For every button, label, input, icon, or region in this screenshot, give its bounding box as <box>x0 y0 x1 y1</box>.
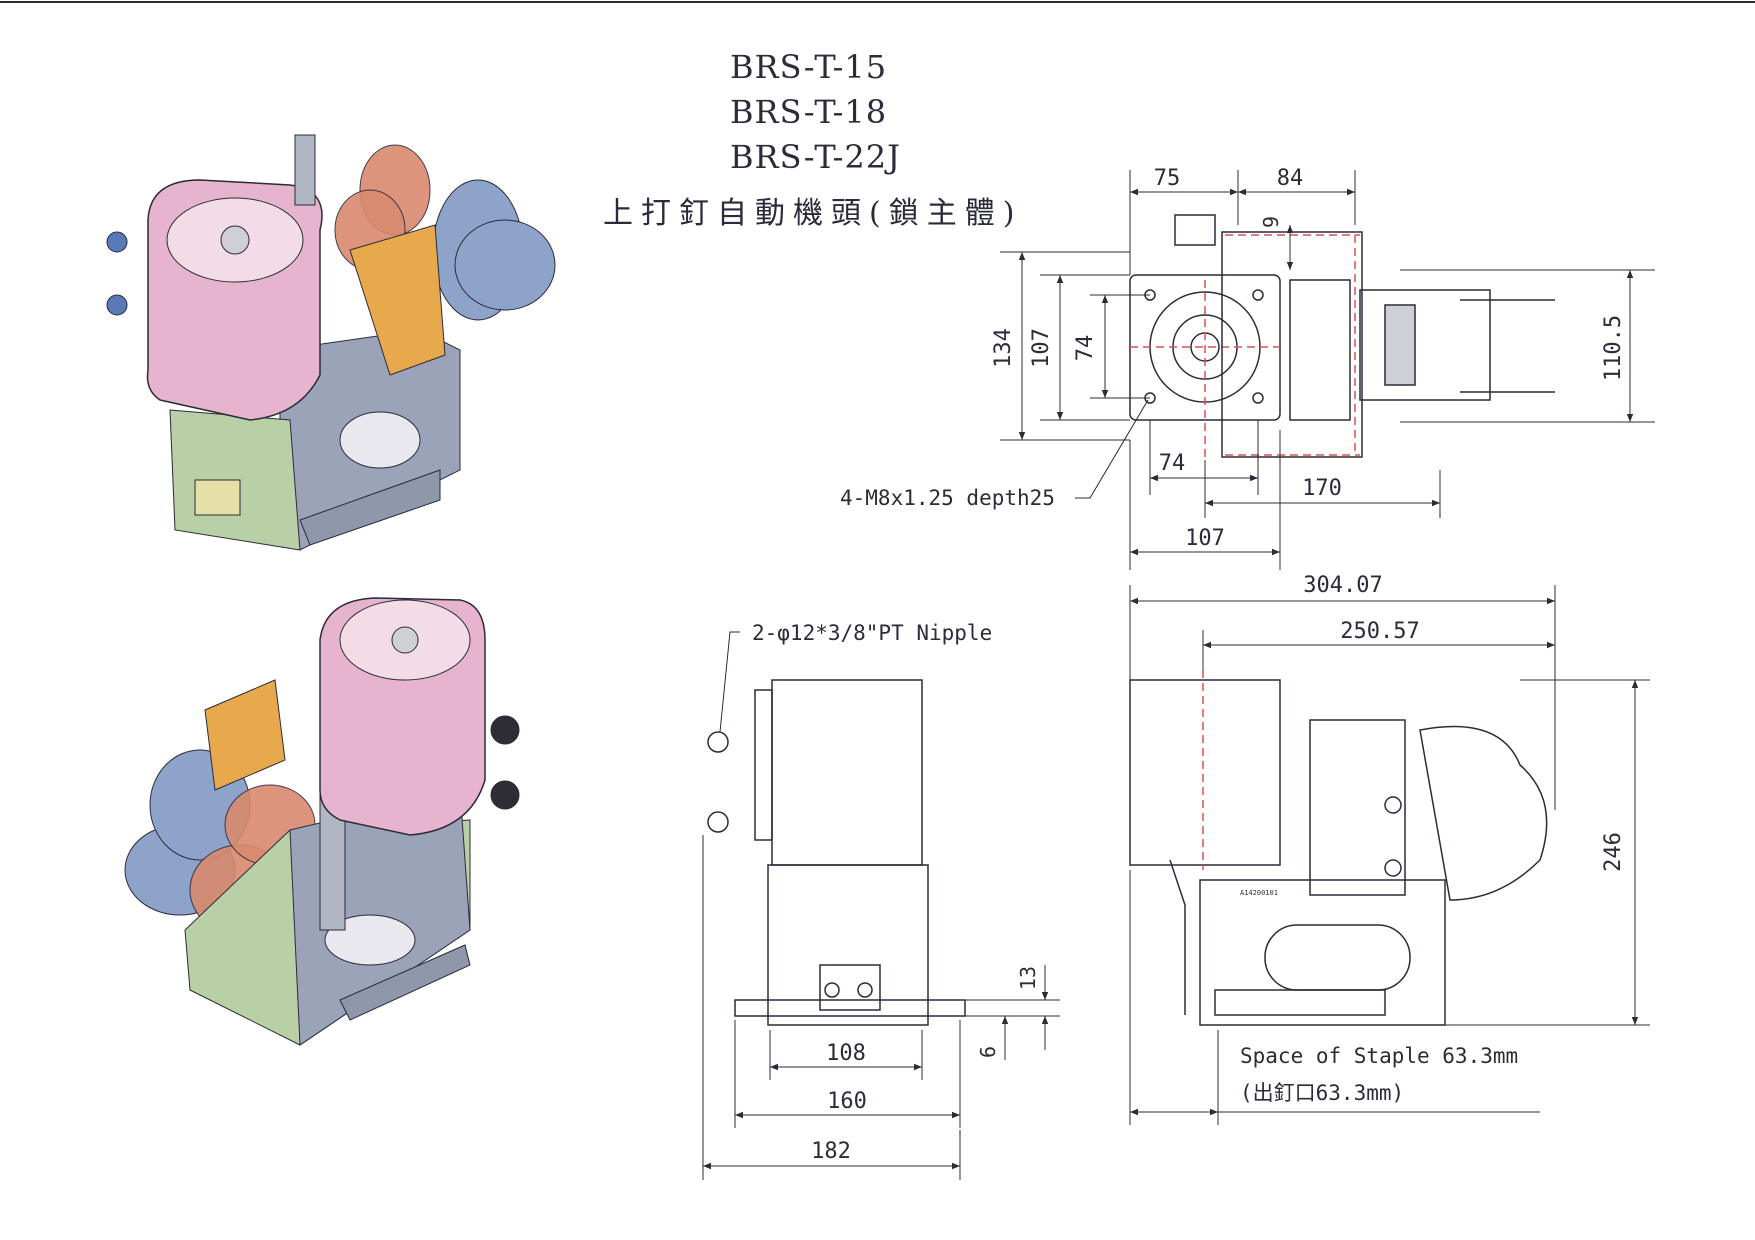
dim-107-horizontal: 107 <box>1185 526 1225 551</box>
orange-bracket-2 <box>204 679 286 791</box>
dim-107-vertical: 107 <box>1029 328 1054 368</box>
dim-9: 9 <box>1259 216 1283 228</box>
cylinder-nut-2 <box>391 626 419 654</box>
top-view <box>1000 170 1655 570</box>
staple-space-note-cn: (出釘口63.3mm) <box>1240 1081 1404 1105</box>
side-bolt-2 <box>1384 859 1402 877</box>
driver-assembly <box>1359 289 1491 401</box>
side-disc <box>1419 725 1548 901</box>
slider-block <box>1289 279 1351 421</box>
nipple-1 <box>707 731 729 753</box>
front-base-flange <box>734 999 966 1017</box>
mount-hole-2 <box>1252 289 1264 301</box>
front-bolt-2 <box>857 982 873 998</box>
cylinder-nut <box>220 225 250 255</box>
elbow-fitting-top <box>1174 214 1216 246</box>
front-bolt-1 <box>824 982 840 998</box>
base-plate <box>194 479 241 516</box>
dim-250-57: 250.57 <box>1340 619 1419 644</box>
model-title-1: BRS-T-15 <box>730 48 888 86</box>
top-dim-lines <box>1000 170 1655 570</box>
front-plate <box>819 964 881 1011</box>
dim-246: 246 <box>1601 832 1626 872</box>
mount-hole-4 <box>1252 392 1264 404</box>
isometric-view-bottom <box>124 597 520 1046</box>
side-dim-texts: 304.07 250.57 246 A14200101 Space of Sta… <box>1240 573 1626 1105</box>
guide-post <box>294 134 316 206</box>
dim-6: 6 <box>976 1046 1000 1058</box>
hidden-lines-top <box>1130 234 1360 460</box>
side-base-rail <box>1214 989 1386 1016</box>
front-cylinder <box>771 679 923 866</box>
dim-84: 84 <box>1277 166 1304 191</box>
side-dim-lines <box>1129 585 1650 1125</box>
staple-space-note: Space of Staple 63.3mm <box>1240 1044 1518 1068</box>
model-title-3: BRS-T-22J <box>730 138 901 176</box>
base-rail <box>299 469 441 546</box>
frame-slot <box>339 411 421 469</box>
front-fitting-plate <box>754 689 773 841</box>
side-view <box>1129 585 1650 1125</box>
dim-74-vertical: 74 <box>1073 335 1098 362</box>
side-bolt-1 <box>1384 796 1402 814</box>
dim-170: 170 <box>1302 476 1342 501</box>
dim-74-horizontal: 74 <box>1159 451 1186 476</box>
side-cylinder <box>1129 679 1281 866</box>
dim-304-07: 304.07 <box>1303 573 1382 598</box>
side-plate-label: A14200101 <box>1240 889 1278 897</box>
side-bracket-edge <box>1169 859 1186 1015</box>
body-outline <box>1221 231 1363 458</box>
elbow-fitting-2 <box>490 780 520 810</box>
air-fitting-1 <box>106 231 128 253</box>
front-view <box>702 631 1060 1180</box>
nipple-callout: 2-φ12*3/8"PT Nipple <box>752 621 992 645</box>
air-fitting-2 <box>106 294 128 316</box>
dim-13: 13 <box>1016 966 1040 990</box>
dim-134: 134 <box>991 328 1016 368</box>
spring-pack <box>1384 304 1416 386</box>
frame-slot-2 <box>324 914 416 966</box>
top-dim-texts: 75 84 9 134 107 74 110.5 74 170 107 4-M8… <box>840 166 1626 551</box>
dim-160: 160 <box>827 1089 867 1114</box>
base-rail-2 <box>339 944 471 1021</box>
nipple-2 <box>707 811 729 833</box>
dim-110-5: 110.5 <box>1601 315 1626 381</box>
dim-108: 108 <box>826 1041 866 1066</box>
model-title-2: BRS-T-18 <box>730 93 888 131</box>
thread-callout: 4-M8x1.25 depth25 <box>840 486 1055 510</box>
front-dim-texts: 2-φ12*3/8"PT Nipple 108 160 182 13 6 <box>752 621 1040 1164</box>
isometric-view-top <box>106 134 556 551</box>
drawing-subtitle: 上打釘自動機頭(鎖主體) <box>603 196 1023 231</box>
side-bracket <box>1309 719 1406 896</box>
front-dim-lines <box>702 631 1060 1180</box>
front-body <box>767 864 929 1026</box>
side-slot <box>1264 924 1411 991</box>
dim-75: 75 <box>1154 166 1181 191</box>
dim-182: 182 <box>811 1139 851 1164</box>
rear-disc-2 <box>454 219 556 311</box>
side-body <box>1199 879 1446 1026</box>
orange-bracket <box>349 224 446 376</box>
elbow-fitting-1 <box>490 715 520 745</box>
